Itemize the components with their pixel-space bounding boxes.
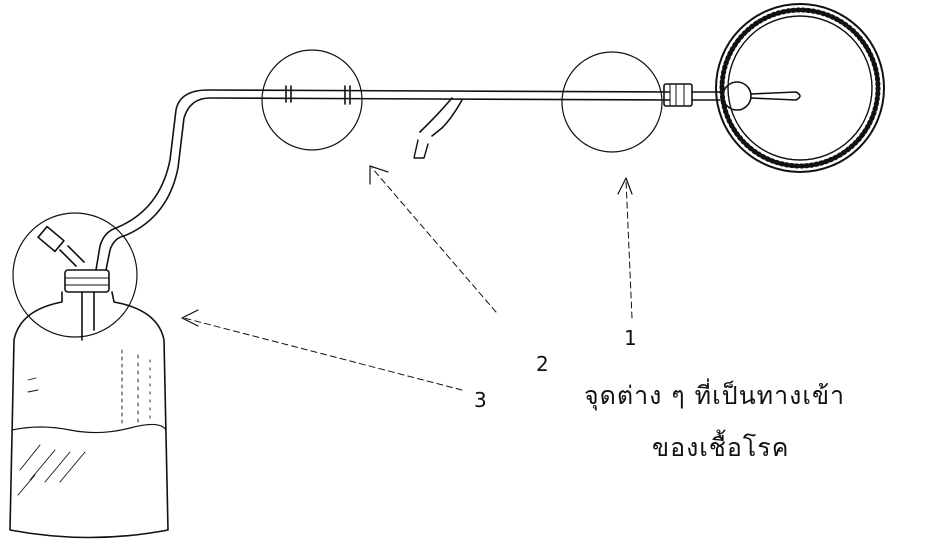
- entry-circle-1: [562, 52, 662, 152]
- caption-line-1: จุดต่าง ๆ ที่เป็นทางเข้า: [584, 376, 845, 416]
- bottle-tubes: [38, 227, 124, 340]
- arrow-1: [626, 180, 632, 318]
- entry-circle-3: [13, 213, 137, 337]
- arrow-heads: [182, 166, 632, 326]
- label-1: 1: [624, 326, 637, 350]
- arrow-2: [372, 168, 496, 312]
- caption-line-2: ของเชื้อโรค: [652, 428, 789, 468]
- arrow-3: [184, 318, 462, 390]
- collection-bottle: [10, 270, 168, 538]
- outer-ring: [716, 4, 884, 172]
- label-2: 2: [536, 352, 549, 376]
- label-3: 3: [474, 388, 487, 412]
- entry-circle-2: [262, 50, 362, 150]
- drainage-tubing: [116, 82, 800, 236]
- pointer-arrows: [184, 168, 632, 390]
